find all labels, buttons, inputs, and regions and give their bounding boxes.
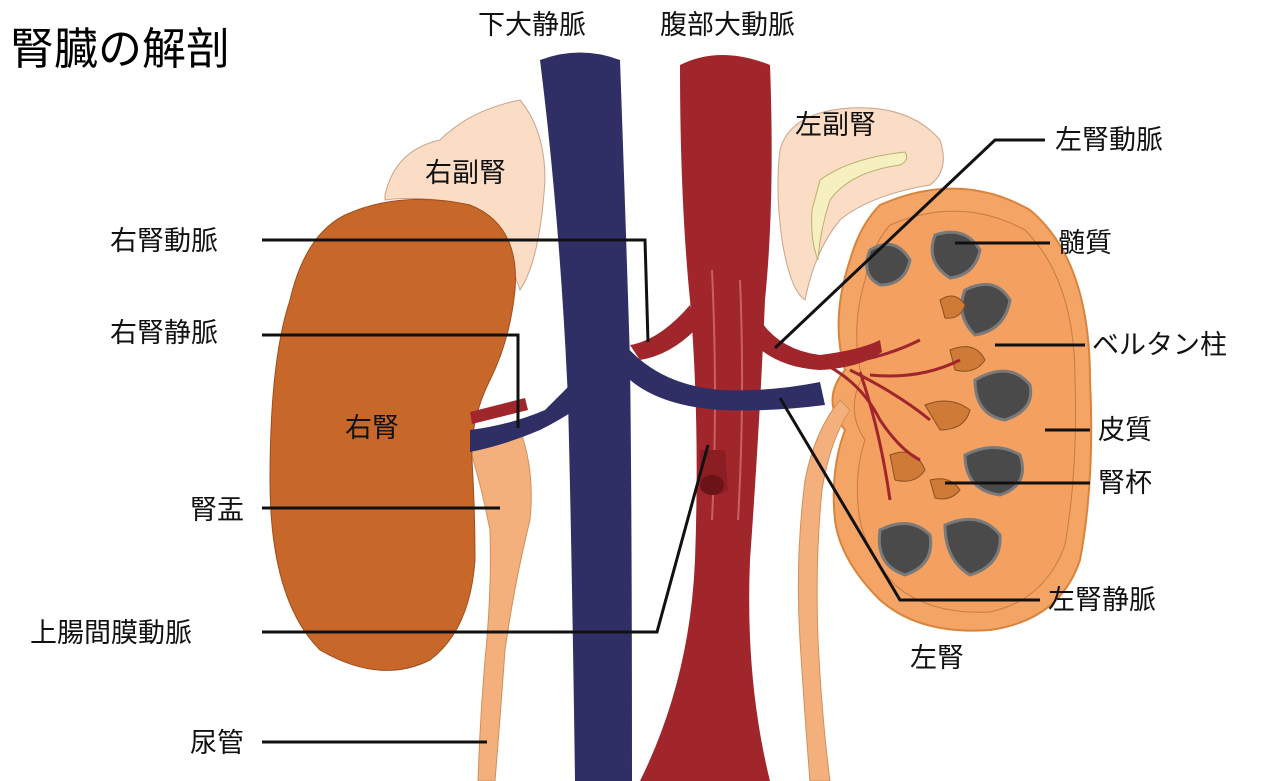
label-inferior-vena-cava: 下大静脈 [478,12,586,39]
label-medulla: 髄質 [1058,230,1112,257]
abdominal-aorta [640,55,772,781]
label-abdominal-aorta: 腹部大動脈 [660,12,795,39]
label-renal-pelvis: 腎盂 [190,497,244,524]
label-right-renal-artery: 右腎動脈 [110,228,218,255]
right-renal-artery-vessel [630,305,695,360]
label-right-kidney: 右腎 [345,415,399,442]
label-right-adrenal: 右副腎 [425,160,506,187]
label-right-renal-vein: 右腎静脈 [110,320,218,347]
label-left-adrenal: 左副腎 [795,112,876,139]
label-left-kidney: 左腎 [910,645,964,672]
sma-ostium [700,475,724,495]
label-superior-mesenteric-artery: 上腸間膜動脈 [30,620,192,647]
label-cortex: 皮質 [1098,417,1152,444]
label-ureter: 尿管 [190,730,244,757]
right-ureter [470,428,531,781]
label-left-renal-vein: 左腎静脈 [1048,587,1156,614]
label-left-renal-artery: 左腎動脈 [1055,127,1163,154]
label-column-of-bertin: ベルタン柱 [1092,332,1227,359]
page-title: 腎臓の解剖 [10,28,230,72]
label-calyx: 腎杯 [1098,470,1152,497]
